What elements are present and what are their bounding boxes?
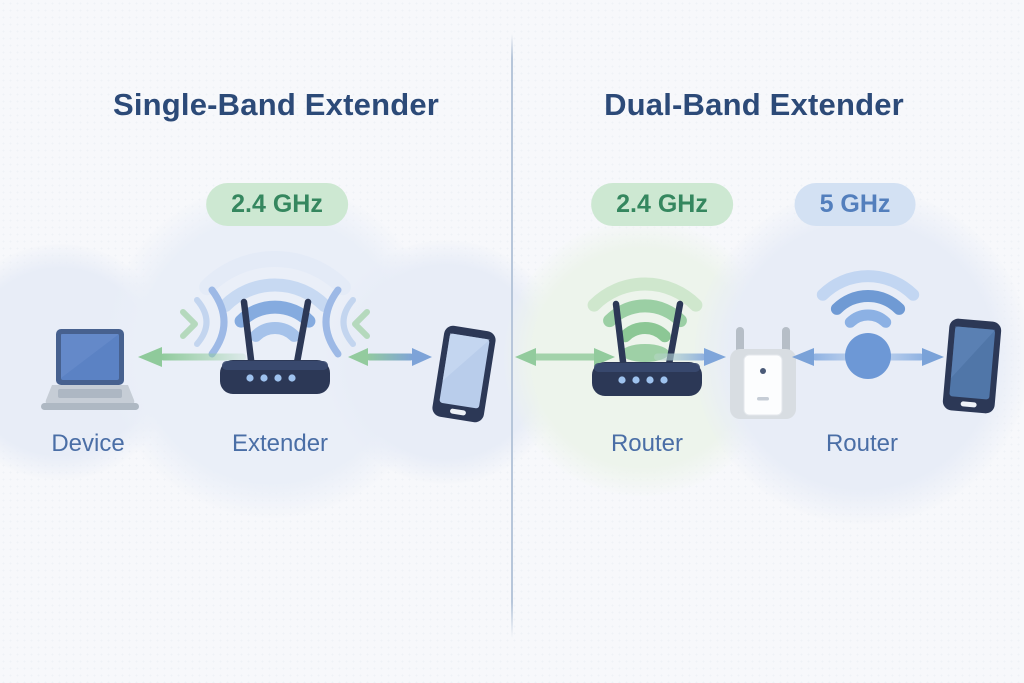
wall-plug-extender-icon	[730, 327, 796, 419]
smartphone-icon	[432, 325, 496, 423]
double-arrow-icon	[515, 348, 615, 366]
device-label: Device	[51, 430, 125, 457]
extender-label: Extender	[231, 430, 329, 457]
band-badge-24ghz-right: 2.4 GHz	[591, 183, 733, 226]
router-label-near: Router	[610, 430, 684, 457]
right-panel-title: Dual-Band Extender	[604, 86, 904, 122]
arrow-left-icon	[138, 347, 246, 367]
smartphone-icon	[942, 318, 1002, 414]
arrow-right-icon	[654, 348, 726, 366]
left-panel-title: Single-Band Extender	[112, 86, 440, 122]
panel-divider	[511, 34, 513, 638]
router-label-far: Router	[825, 430, 899, 457]
router-icon	[592, 300, 702, 396]
wifi-signal-icon	[816, 270, 920, 379]
band-badge-5ghz: 5 GHz	[794, 183, 916, 226]
band-badge-24ghz-left: 2.4 GHz	[206, 183, 348, 226]
double-arrow-icon	[348, 348, 432, 366]
router-icon	[220, 298, 330, 394]
laptop-icon	[41, 329, 139, 410]
